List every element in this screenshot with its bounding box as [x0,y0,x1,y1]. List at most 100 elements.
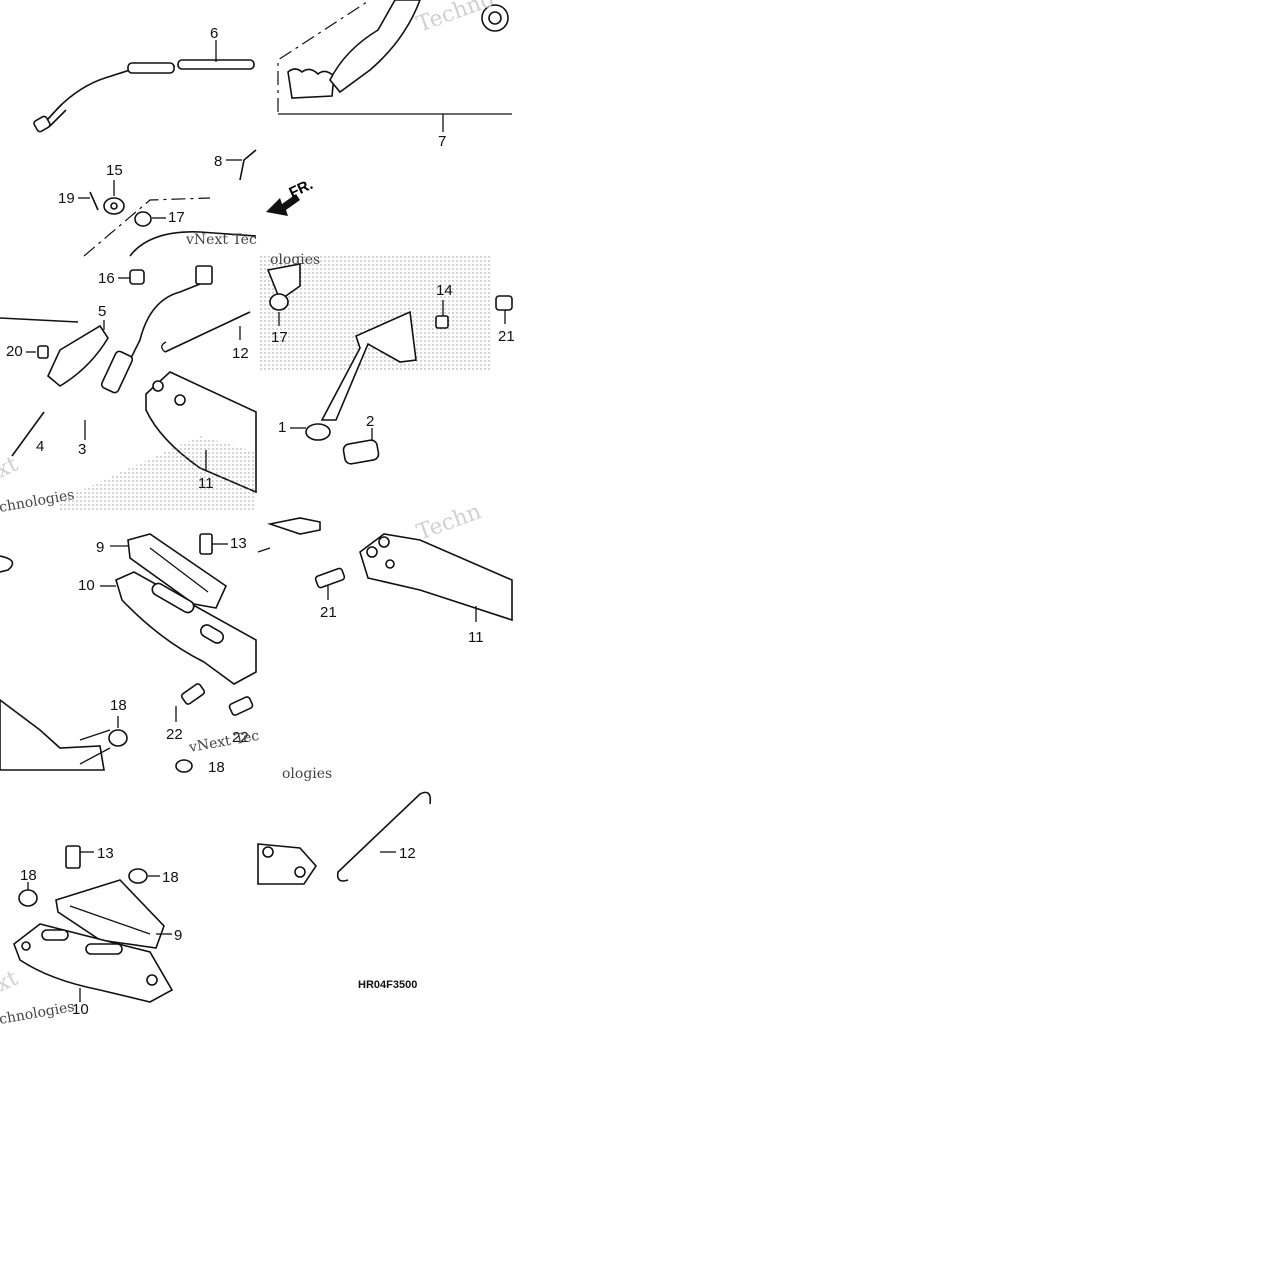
hatched-area [258,256,490,370]
front-label: FR. [287,176,316,202]
tile-switch-and-step: 16 3 5 20 4 12 11 xt chnologies [0,265,257,516]
bolt-13 [199,533,213,555]
cable-sheath [127,62,175,74]
watermark-text: vNext Tec [185,232,257,248]
footpeg-9 [55,879,165,949]
step-hole [174,394,186,406]
callout-21: 21 [498,328,515,345]
nut-18 [108,729,128,747]
hatched-area [60,436,256,512]
callout-11: 11 [198,475,214,492]
nut-18 [18,889,38,907]
callout-6: 6 [210,25,218,42]
rod-end [0,555,14,573]
watermark-text: ologies [270,252,320,268]
callout-18: 18 [162,869,179,886]
pedal-rubber-2 [342,439,380,465]
switch-wire [129,231,257,257]
clamp-16 [129,269,145,285]
bracket-end [266,517,321,535]
callout-10: 10 [78,577,95,594]
switch-harness [129,283,201,361]
watermark-text: vNext Tec [187,728,261,756]
assembly-dashed-line [83,197,211,257]
return-spring-4 [11,411,45,457]
spring-8 [239,149,257,181]
callout-21: 21 [320,604,337,621]
callout-13: 13 [230,535,247,552]
callout-1: 1 [278,419,286,436]
cotter-pin-19 [89,191,99,211]
callout-16: 16 [98,270,115,287]
callout-9: 9 [96,539,104,556]
callout-5: 5 [98,303,106,320]
callout-20: 20 [6,343,23,360]
front-direction-marker: FR. [266,176,316,216]
brake-switch-3 [100,350,134,394]
callout-18: 18 [208,759,225,776]
tile-brake-lever-frame: 7 Techno [277,0,512,150]
callout-4: 4 [36,438,44,455]
tile-step-bar-right: 11 21 Techn [257,499,513,646]
callout-18: 18 [110,697,127,714]
callout-17: 17 [168,209,185,226]
step-hole [262,846,274,858]
bolt-20 [37,345,49,359]
bolt-14 [435,315,449,329]
slot [41,929,69,941]
front-arrow-icon [266,194,300,216]
callout-14: 14 [436,282,453,299]
bolt-21 [314,567,346,589]
callout-22: 22 [232,729,249,746]
footpeg-9 [127,533,228,609]
callout-22: 22 [166,726,183,743]
tile-rod-12: 12 HR04F3500 ologies [257,766,432,991]
tile-brake-cable: 6 [33,25,255,133]
bolt-22 [180,683,206,705]
washer-hole [110,202,118,210]
seal-17 [134,211,152,227]
tile-footpeg-left: 9 13 10 22 22 18 18 vNext Tec [0,533,261,776]
step-holder-10 [115,571,257,685]
switch-cover-5 [47,324,109,387]
slot [151,582,195,614]
step-holder-10 [13,923,174,1003]
threaded-rod [0,317,79,323]
callout-12: 12 [232,345,249,362]
part-code: HR04F3500 [358,979,417,991]
slot [85,943,123,955]
step-bar-11-lower [0,699,105,771]
step-hole [21,941,31,951]
watermark-text: chnologies [0,999,76,1028]
pedal-arm-7 [329,0,421,94]
callout-17: 17 [271,329,288,346]
callout-2: 2 [366,413,374,430]
cable-end [33,115,51,133]
watermark-text: xt [0,966,22,998]
callout-18: 18 [20,867,37,884]
step-bar-11 [359,533,513,622]
watermark-text: Techn [414,499,485,545]
pivot-hole [488,11,502,25]
step-hole [146,974,158,986]
callout-11: 11 [468,629,484,646]
pedal-bracket [266,263,301,302]
callout-8: 8 [214,153,222,170]
brake-cable [39,65,176,129]
nut-18 [128,868,148,884]
callout-15: 15 [106,162,123,179]
bolt-22 [228,696,254,716]
tile-switch-bracket: 15 19 17 8 vNext Tec [58,149,257,257]
watermark-text: xt [0,452,22,484]
rod-12 [336,791,432,882]
pedal-peg [305,423,331,441]
tile-brake-pedal: ologies 17 14 21 1 2 [258,252,515,465]
rod-12 [164,311,251,353]
pedal-step-7 [287,68,335,99]
tile-footpeg-lower: 13 18 18 9 10 xt chnologies [0,845,182,1028]
step-hole [385,559,395,569]
callout-3: 3 [78,441,86,458]
callout-13: 13 [97,845,114,862]
step-hole [152,380,164,392]
slot [200,624,224,644]
